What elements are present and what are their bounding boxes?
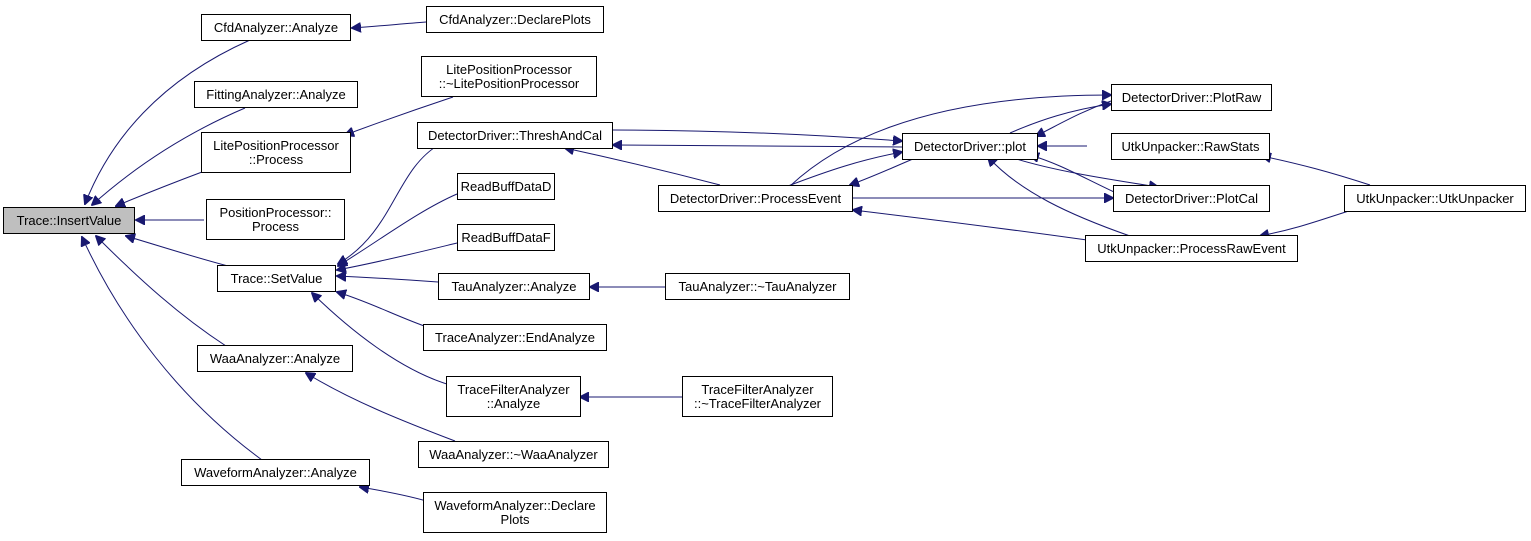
edge-waa-dtor-to-waa-analyze (306, 373, 456, 442)
node-label-line: PositionProcessor:: (219, 204, 332, 220)
edge-tau-analyze-to-setvalue (337, 276, 439, 283)
edge-tfa-analyze-to-setvalue (312, 293, 451, 386)
edge-processevent-to-plot (787, 152, 902, 187)
node-waveformanalyzer-analyze[interactable]: WaveformAnalyzer::Analyze (181, 459, 370, 486)
edge-plotcal-to-plot (1030, 155, 1115, 193)
node-utkunpacker-processrawevent[interactable]: UtkUnpacker::ProcessRawEvent (1085, 235, 1298, 262)
edge-fitting-analyze-to-insertvalue (92, 107, 246, 205)
edge-plot-to-threshandcal (613, 145, 903, 147)
node-positionprocessor-process[interactable]: PositionProcessor::Process (206, 199, 345, 240)
node-readbuffdataf[interactable]: ReadBuffDataF (457, 224, 555, 251)
edge-cfd-declareplots-to-cfd-analyze (352, 21, 427, 28)
node-label-line: TauAnalyzer::Analyze (451, 278, 577, 294)
edge-trace-endanalyze-to-setvalue (337, 292, 431, 329)
node-detectordriver-plotcal[interactable]: DetectorDriver::PlotCal (1113, 185, 1270, 212)
edge-plot-to-plotraw (1009, 104, 1111, 134)
node-label-line: WaaAnalyzer::Analyze (209, 350, 341, 366)
node-label-line: LitePositionProcessor (446, 61, 572, 77)
edge-readbuffd-to-setvalue (338, 193, 458, 266)
node-label-line: FittingAnalyzer::Analyze (206, 86, 346, 102)
node-label-line: TauAnalyzer::~TauAnalyzer (678, 278, 837, 294)
node-label-line: TraceFilterAnalyzer (701, 381, 814, 397)
node-label-line: ::~LitePositionProcessor (438, 75, 580, 91)
edge-utk-ctor-to-rawstats (1262, 156, 1371, 186)
node-label-line: WaaAnalyzer::~WaaAnalyzer (429, 446, 598, 462)
node-label-line: ReadBuffDataF (461, 229, 551, 245)
node-cfdanalyzer-analyze[interactable]: CfdAnalyzer::Analyze (201, 14, 351, 41)
node-label-line: CfdAnalyzer::DeclarePlots (439, 11, 591, 27)
edge-lite-process-to-insertvalue (116, 171, 203, 206)
edge-wf-declareplots-to-wf-analyze (360, 487, 431, 503)
node-label-line: TraceFilterAnalyzer (457, 381, 570, 397)
edge-utk-ctor-to-processrawevent (1260, 209, 1353, 236)
edge-processrawevent-to-processevent (853, 210, 1088, 241)
node-tracefilteranalyzer-analyze[interactable]: TraceFilterAnalyzer::Analyze (446, 376, 581, 417)
edge-waa-analyze-to-insertvalue (96, 236, 227, 347)
node-label-line: UtkUnpacker::ProcessRawEvent (1097, 240, 1286, 256)
node-litepositionprocessor-dtor[interactable]: LitePositionProcessor::~LitePositionProc… (421, 56, 597, 97)
node-fittinganalyzer-analyze[interactable]: FittingAnalyzer::Analyze (194, 81, 358, 108)
node-utkunpacker-utkunpacker[interactable]: UtkUnpacker::UtkUnpacker (1344, 185, 1526, 212)
node-label-line: DetectorDriver::plot (914, 138, 1026, 154)
node-label-line: DetectorDriver::PlotRaw (1121, 89, 1262, 105)
node-detectordriver-plotraw[interactable]: DetectorDriver::PlotRaw (1111, 84, 1272, 111)
edge-threshandcal-to-plot (612, 129, 902, 141)
node-label-line: Trace::InsertValue (16, 212, 122, 228)
node-label-line: ::Process (248, 151, 304, 167)
edge-processrawevent-to-plot (988, 157, 1131, 237)
node-label-line: CfdAnalyzer::Analyze (213, 19, 339, 35)
node-litepositionprocessor-process[interactable]: LitePositionProcessor::Process (201, 132, 351, 173)
node-label-line: LitePositionProcessor (213, 137, 339, 153)
edge-cfd-analyze-to-insertvalue (85, 39, 251, 204)
node-label-line: ::Analyze (486, 395, 541, 411)
edge-threshandcal-to-setvalue (338, 143, 441, 264)
edge-setvalue-to-insertvalue (126, 236, 229, 267)
node-waaanalyzer-dtor[interactable]: WaaAnalyzer::~WaaAnalyzer (418, 441, 609, 468)
edge-plot-to-plotcal (1009, 156, 1158, 187)
node-label-line: ReadBuffDataD (460, 178, 552, 194)
node-readbuffdatad[interactable]: ReadBuffDataD (457, 173, 555, 200)
node-label-line: DetectorDriver::ProcessEvent (669, 190, 842, 206)
node-label-line: UtkUnpacker::UtkUnpacker (1356, 190, 1514, 206)
edges (82, 21, 1371, 503)
node-label-line: Process (252, 218, 299, 234)
node-label-line: TraceAnalyzer::EndAnalyze (435, 329, 595, 345)
edge-wf-analyze-to-insertvalue (82, 237, 263, 461)
edge-readbufff-to-setvalue (337, 242, 458, 270)
node-label-line: DetectorDriver::PlotCal (1125, 190, 1258, 206)
node-traceanalyzer-endanalyze[interactable]: TraceAnalyzer::EndAnalyze (423, 324, 607, 351)
edge-processevent-to-threshandcal (565, 148, 721, 186)
node-label-line: WaveformAnalyzer::Declare (434, 497, 596, 513)
node-detectordriver-threshandcal[interactable]: DetectorDriver::ThreshAndCal (417, 122, 613, 149)
node-label-line: Trace::SetValue (230, 270, 323, 286)
node-trace-insertvalue: Trace::InsertValue (3, 207, 135, 234)
node-label-line: Plots (500, 511, 530, 527)
node-label-line: ::~TraceFilterAnalyzer (693, 395, 822, 411)
node-label-line: UtkUnpacker::RawStats (1121, 138, 1260, 154)
node-tauanalyzer-analyze[interactable]: TauAnalyzer::Analyze (438, 273, 590, 300)
node-label-line: WaveformAnalyzer::Analyze (194, 464, 357, 480)
node-waaanalyzer-analyze[interactable]: WaaAnalyzer::Analyze (197, 345, 353, 372)
node-trace-setvalue[interactable]: Trace::SetValue (217, 265, 336, 292)
node-label-line: DetectorDriver::ThreshAndCal (427, 127, 603, 143)
node-detectordriver-processevent[interactable]: DetectorDriver::ProcessEvent (658, 185, 853, 212)
node-tracefilteranalyzer-dtor[interactable]: TraceFilterAnalyzer::~TraceFilterAnalyze… (682, 376, 833, 417)
node-cfdanalyzer-declareplots[interactable]: CfdAnalyzer::DeclarePlots (426, 6, 604, 33)
edge-processevent-to-plotraw (789, 95, 1111, 187)
edge-lite-dtor-to-lite-process (345, 96, 454, 135)
node-utkunpacker-rawstats[interactable]: UtkUnpacker::RawStats (1111, 133, 1270, 160)
node-detectordriver-plot[interactable]: DetectorDriver::plot (902, 133, 1038, 160)
node-tauanalyzer-dtor[interactable]: TauAnalyzer::~TauAnalyzer (665, 273, 850, 300)
